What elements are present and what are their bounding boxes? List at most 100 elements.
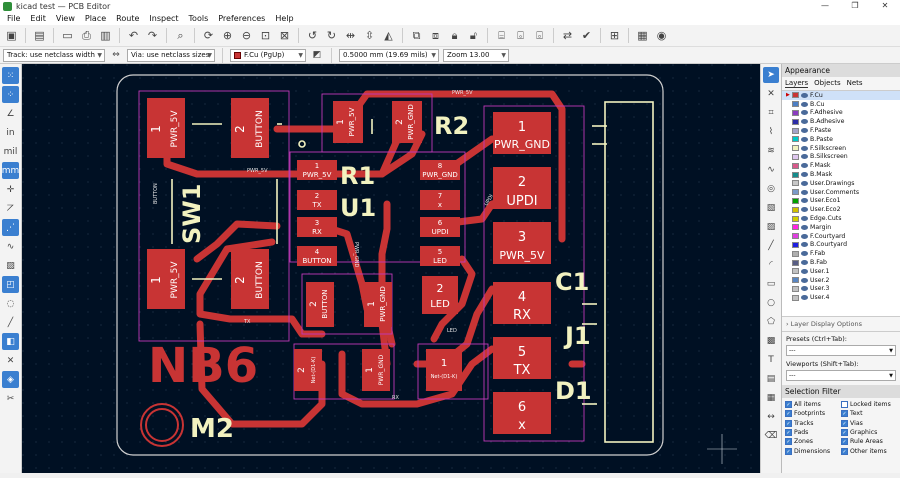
layer-row[interactable]: User.Eco2 [782,205,900,214]
visibility-eye-icon[interactable] [801,189,808,195]
plot-icon[interactable]: ▥ [100,29,111,42]
menu-place[interactable]: Place [84,14,107,23]
visibility-eye-icon[interactable] [801,295,808,301]
visibility-eye-icon[interactable] [801,268,808,274]
layer-color-swatch[interactable] [792,294,799,301]
layer-row[interactable]: User.Eco1 [782,197,900,206]
visibility-eye-icon[interactable] [801,224,808,230]
mirror-horizontal-icon[interactable]: ⇹ [345,29,356,42]
polar-coords-icon[interactable]: ∠ [6,108,15,119]
line-tool-icon[interactable]: ╱ [768,241,774,251]
filter-checkbox[interactable]: ✓ [785,419,792,427]
footprint-browser-icon[interactable]: ⌻ [536,28,543,42]
layer-color-swatch[interactable] [792,197,799,204]
unit-mil-button[interactable]: mil [3,146,18,157]
menu-file[interactable]: File [7,14,21,23]
tab-layers[interactable]: Layers [785,79,809,88]
layer-color-swatch[interactable] [792,145,799,152]
tune-length-icon[interactable]: ∿ [767,165,775,175]
visibility-eye-icon[interactable] [801,154,808,160]
page-settings-icon[interactable]: ▭ [62,29,73,42]
visibility-eye-icon[interactable] [801,145,808,151]
zoom-in-icon[interactable]: ⊕ [222,29,233,42]
zoom-fit-icon[interactable]: ⊡ [260,29,271,42]
tab-objects[interactable]: Objects [814,79,841,87]
layer-color-swatch[interactable] [792,259,799,266]
layer-pair-icon[interactable]: ◩ [312,50,322,60]
layer-row[interactable]: User.Drawings [782,179,900,188]
curved-ratsnest-icon[interactable]: ∿ [6,241,15,252]
zone-icon[interactable]: ▧ [766,203,776,213]
mirror-vertical-icon[interactable]: ⇳ [364,29,375,42]
menu-route[interactable]: Route [116,14,140,23]
visibility-eye-icon[interactable] [801,180,808,186]
via-size-select[interactable]: Via: use netclass sizes ▼ [127,48,215,62]
visibility-eye-icon[interactable] [801,198,808,204]
undo-icon[interactable]: ↶ [128,29,139,42]
viewports-select[interactable]: --- ▼ [786,370,896,381]
close-window-button[interactable]: ✕ [881,1,889,10]
maximize-button[interactable]: ❐ [851,1,859,10]
filter-option[interactable]: ✓Zones [785,437,841,446]
visibility-eye-icon[interactable] [801,233,808,239]
layer-display-options[interactable]: › Layer Display Options [782,316,900,332]
layer-row[interactable]: B.Fab [782,258,900,267]
text-tool-icon[interactable]: T [768,355,774,365]
polygon-tool-icon[interactable]: ⬠ [767,317,775,327]
ratsnest-icon[interactable]: ⋰ [2,219,19,236]
track-outline-icon[interactable]: ╱ [7,317,14,328]
rectangle-tool-icon[interactable]: ▭ [766,279,776,289]
zone-fill-icon[interactable]: ▨ [6,260,15,271]
grid-overrides-icon[interactable]: ⁘ [2,86,19,103]
visibility-eye-icon[interactable] [801,207,808,213]
filter-option[interactable]: Locked items [841,400,897,409]
visibility-eye-icon[interactable] [801,260,808,266]
layer-row[interactable]: Margin [782,223,900,232]
layer-color-swatch[interactable] [792,118,799,125]
filter-checkbox[interactable]: ✓ [841,429,848,437]
layer-color-swatch[interactable] [792,277,799,284]
layer-row[interactable]: User.3 [782,285,900,294]
zoom-objects-icon[interactable]: ⊠ [279,29,290,42]
minimize-button[interactable]: — [821,1,829,10]
zoom-select[interactable]: Zoom 13.00 ▼ [443,48,509,62]
filter-option[interactable]: ✓All items [785,400,841,409]
presets-select[interactable]: --- ▼ [786,345,896,356]
filter-checkbox[interactable]: ✓ [785,438,792,446]
delete-tool-icon[interactable]: ⌫ [764,431,778,441]
menu-help[interactable]: Help [275,14,294,23]
cursor-crosshair-icon[interactable]: ✛ [6,184,15,195]
circle-tool-icon[interactable]: ○ [767,298,775,308]
filter-option[interactable]: ✓Other items [841,446,897,455]
print-icon[interactable]: ⎙ [82,28,91,42]
select-pointer-icon[interactable]: ➤ [763,67,779,83]
board-setup-icon[interactable]: ▣ [6,29,17,42]
layer-row[interactable]: B.Courtyard [782,241,900,250]
find-icon[interactable]: ⌕ [177,28,184,42]
visibility-eye-icon[interactable] [801,172,808,178]
layer-color-swatch[interactable] [792,241,799,248]
drc-icon[interactable]: ✔ [581,29,592,42]
layer-color-swatch[interactable] [792,224,799,231]
visibility-eye-icon[interactable] [801,277,808,283]
via-outline-icon[interactable]: ◌ [6,298,15,309]
ungroup-icon[interactable]: ⧈ [432,28,439,42]
layer-color-swatch[interactable] [792,101,799,108]
track-width-select[interactable]: Track: use netclass width ▼ [3,48,105,62]
filter-option[interactable]: ✓Footprints [785,409,841,418]
layer-row[interactable]: F.Adhesive [782,109,900,118]
table-tool-icon[interactable]: ▦ [766,393,776,403]
filter-checkbox[interactable]: ✓ [785,447,792,455]
layer-color-swatch[interactable] [792,109,799,116]
layer-row[interactable]: B.Paste [782,135,900,144]
net-highlight-icon[interactable]: ✕ [6,355,15,366]
layer-row[interactable]: F.Paste [782,126,900,135]
visibility-eye-icon[interactable] [801,251,808,257]
rotate-cw-icon[interactable]: ↻ [326,29,337,42]
menu-tools[interactable]: Tools [188,14,209,23]
layer-row[interactable]: User.1 [782,267,900,276]
zoom-out-icon[interactable]: ⊖ [241,29,252,42]
layer-row[interactable]: B.Adhesive [782,117,900,126]
layers-manager-icon[interactable]: ◈ [2,371,19,388]
layer-row[interactable]: User.4 [782,293,900,302]
